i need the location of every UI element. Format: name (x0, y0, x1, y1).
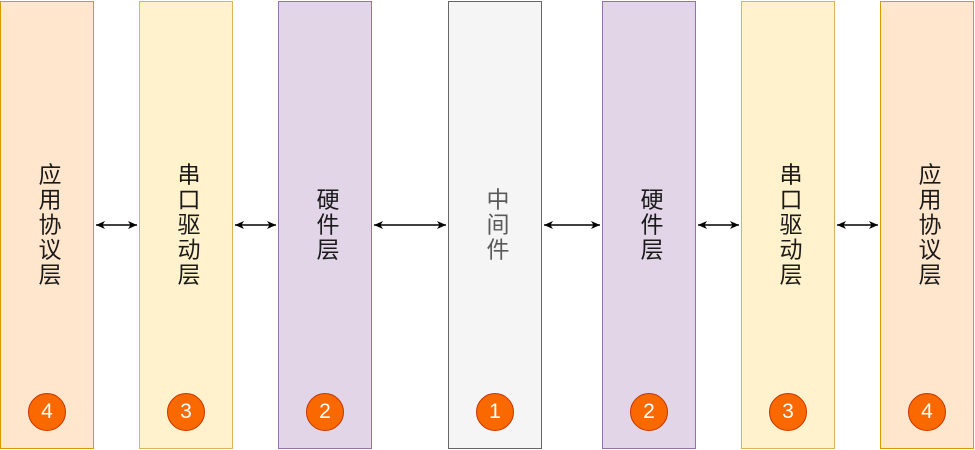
layer-label: 串口驱动层 (775, 162, 801, 288)
layer-label: 应用协议层 (34, 162, 60, 288)
layer-app-protocol-left: 应用协议层 4 (0, 1, 94, 449)
step-badge: 2 (630, 393, 668, 431)
layer-label: 应用协议层 (914, 162, 940, 288)
layer-label: 硬件层 (312, 187, 338, 263)
step-badge: 2 (306, 393, 344, 431)
layer-label: 中间件 (482, 187, 508, 263)
layer-serial-driver-right: 串口驱动层 3 (741, 1, 835, 449)
step-badge: 1 (476, 393, 514, 431)
layer-label: 硬件层 (636, 187, 662, 263)
step-badge: 4 (908, 393, 946, 431)
layer-label: 串口驱动层 (173, 162, 199, 288)
layer-hardware-left: 硬件层 2 (278, 1, 372, 449)
layer-serial-driver-left: 串口驱动层 3 (139, 1, 233, 449)
layer-middleware: 中间件 1 (448, 1, 542, 449)
step-badge: 3 (167, 393, 205, 431)
step-badge: 4 (28, 393, 66, 431)
step-badge: 3 (769, 393, 807, 431)
layer-app-protocol-right: 应用协议层 4 (880, 1, 974, 449)
layer-hardware-right: 硬件层 2 (602, 1, 696, 449)
